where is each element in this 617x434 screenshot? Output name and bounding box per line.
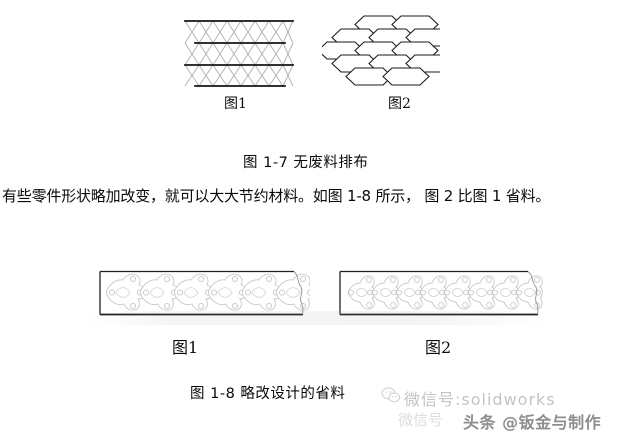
strip-layout-economical xyxy=(338,268,550,320)
figure-1-8-left-label: 图1 xyxy=(172,338,199,357)
wechat-id-watermark: 微信号:solidworks xyxy=(404,390,556,409)
scan-watermark-band xyxy=(86,311,546,325)
figure-1-8-caption: 图 1-8 略改设计的省料 xyxy=(190,386,346,402)
triangle-nesting-pattern xyxy=(183,16,295,88)
figure-1-8-right-label: 图2 xyxy=(425,338,452,357)
figure-1-7-diagrams xyxy=(0,6,617,92)
hexagon-nesting-pattern xyxy=(322,14,440,94)
toutiao-account-watermark: 头条 @钣金与制作 xyxy=(463,413,602,432)
watermark-ghost-text: 微信号 xyxy=(398,411,444,429)
figure-1-7-right-label: 图2 xyxy=(388,96,411,112)
wechat-logo-icon xyxy=(381,387,401,403)
strip-layout-wasteful xyxy=(98,268,310,320)
figure-1-7-left-label: 图1 xyxy=(224,96,247,112)
figure-1-7-caption: 图 1-7 无废料排布 xyxy=(243,155,369,171)
body-paragraph: 有些零件形状略加改变，就可以大大节约材料。如图 1-8 所示， 图 2 比图 1… xyxy=(2,187,551,205)
